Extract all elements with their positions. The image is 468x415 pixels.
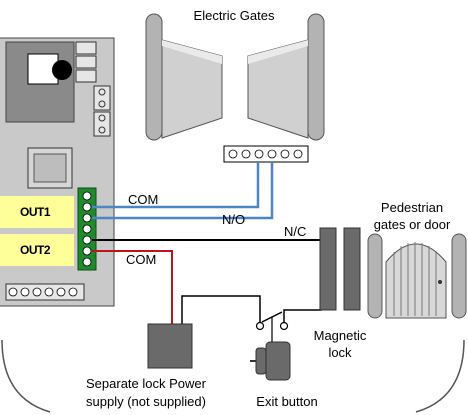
black-wire-psu-button <box>181 295 261 324</box>
right-gate-post <box>307 13 325 141</box>
pedestrian-label-1: Pedestrian <box>381 200 443 215</box>
gate-terminal-screws <box>228 149 303 159</box>
com-top-label: COM <box>128 192 158 207</box>
out2-highlight <box>0 234 74 266</box>
bottom-terminal-screws <box>8 287 78 297</box>
fuse-holder-2 <box>93 111 111 137</box>
blue-wire-com <box>92 162 260 209</box>
blue-wire-no <box>92 162 274 220</box>
com-bottom-label: COM <box>126 252 156 267</box>
power-supply <box>147 323 193 369</box>
terminal-screw <box>44 287 54 297</box>
terminal-screw <box>82 224 92 234</box>
out2-label: OUT2 <box>20 243 51 257</box>
pedestrian-post-right <box>451 233 467 319</box>
exit-button-label: Exit button <box>256 394 317 409</box>
enclosure-left-curve <box>1 339 51 413</box>
left-gate-post <box>145 13 163 141</box>
magnetic-lock-label-1: Magnetic <box>314 328 367 343</box>
right-gate <box>247 13 325 141</box>
black-wire-button-lock <box>283 309 322 322</box>
relay-top <box>33 153 67 183</box>
enclosure-right-curve <box>415 339 465 413</box>
module-knob <box>52 60 72 80</box>
exit-button-cap <box>255 347 267 375</box>
terminal-screw <box>293 149 303 159</box>
magnetic-lock <box>319 227 361 311</box>
terminal-screw <box>82 213 92 223</box>
left-gate-highlight <box>162 40 222 64</box>
terminal-screws <box>82 191 92 267</box>
magnetic-lock-plate <box>343 227 361 311</box>
magnetic-lock-label-2: lock <box>328 345 352 360</box>
pedestrian-post-left <box>367 233 383 319</box>
door-handle <box>438 280 442 284</box>
connector-2 <box>75 55 97 69</box>
connector-3 <box>75 69 97 83</box>
switch-contact-left <box>255 321 265 331</box>
connector-1 <box>75 41 97 55</box>
terminal-screw <box>32 287 42 297</box>
terminal-screw <box>254 149 264 159</box>
electric-gates-label: Electric Gates <box>194 8 275 23</box>
switch-contact-right <box>279 321 289 331</box>
nc-label: N/C <box>284 224 306 239</box>
fuse-screw <box>98 126 106 134</box>
power-supply-label-1: Separate lock Power <box>86 376 207 391</box>
pedestrian-door-bars <box>393 242 437 316</box>
magnetic-lock-body <box>319 227 337 311</box>
terminal-screw <box>82 257 92 267</box>
fuse-holder-1 <box>93 85 111 111</box>
exit-button-body <box>265 341 291 381</box>
no-label: N/O <box>222 212 245 227</box>
pedestrian-door <box>385 243 447 319</box>
terminal-screw <box>8 287 18 297</box>
out1-label: OUT1 <box>20 205 51 219</box>
pedestrian-gate <box>367 233 467 319</box>
pedestrian-label-2: gates or door <box>374 217 451 232</box>
out1-highlight <box>0 196 74 228</box>
terminal-screw <box>82 235 92 245</box>
terminal-screw <box>241 149 251 159</box>
terminal-screw <box>20 287 30 297</box>
terminal-screw <box>56 287 66 297</box>
terminal-screw <box>82 246 92 256</box>
fuse-screw <box>98 114 106 122</box>
right-gate-highlight <box>248 40 308 64</box>
terminal-screw <box>68 287 78 297</box>
terminal-screw <box>228 149 238 159</box>
left-gate <box>145 13 223 141</box>
terminal-screw <box>267 149 277 159</box>
power-supply-label-2: supply (not supplied) <box>86 394 206 409</box>
fuse-screw <box>98 88 106 96</box>
control-board: OUT1 OUT2 <box>0 37 115 307</box>
terminal-screw <box>82 191 92 201</box>
terminal-screw <box>280 149 290 159</box>
fuse-screw <box>98 100 106 108</box>
red-wire-com <box>92 250 173 324</box>
terminal-screw <box>82 202 92 212</box>
exit-button <box>250 311 291 381</box>
